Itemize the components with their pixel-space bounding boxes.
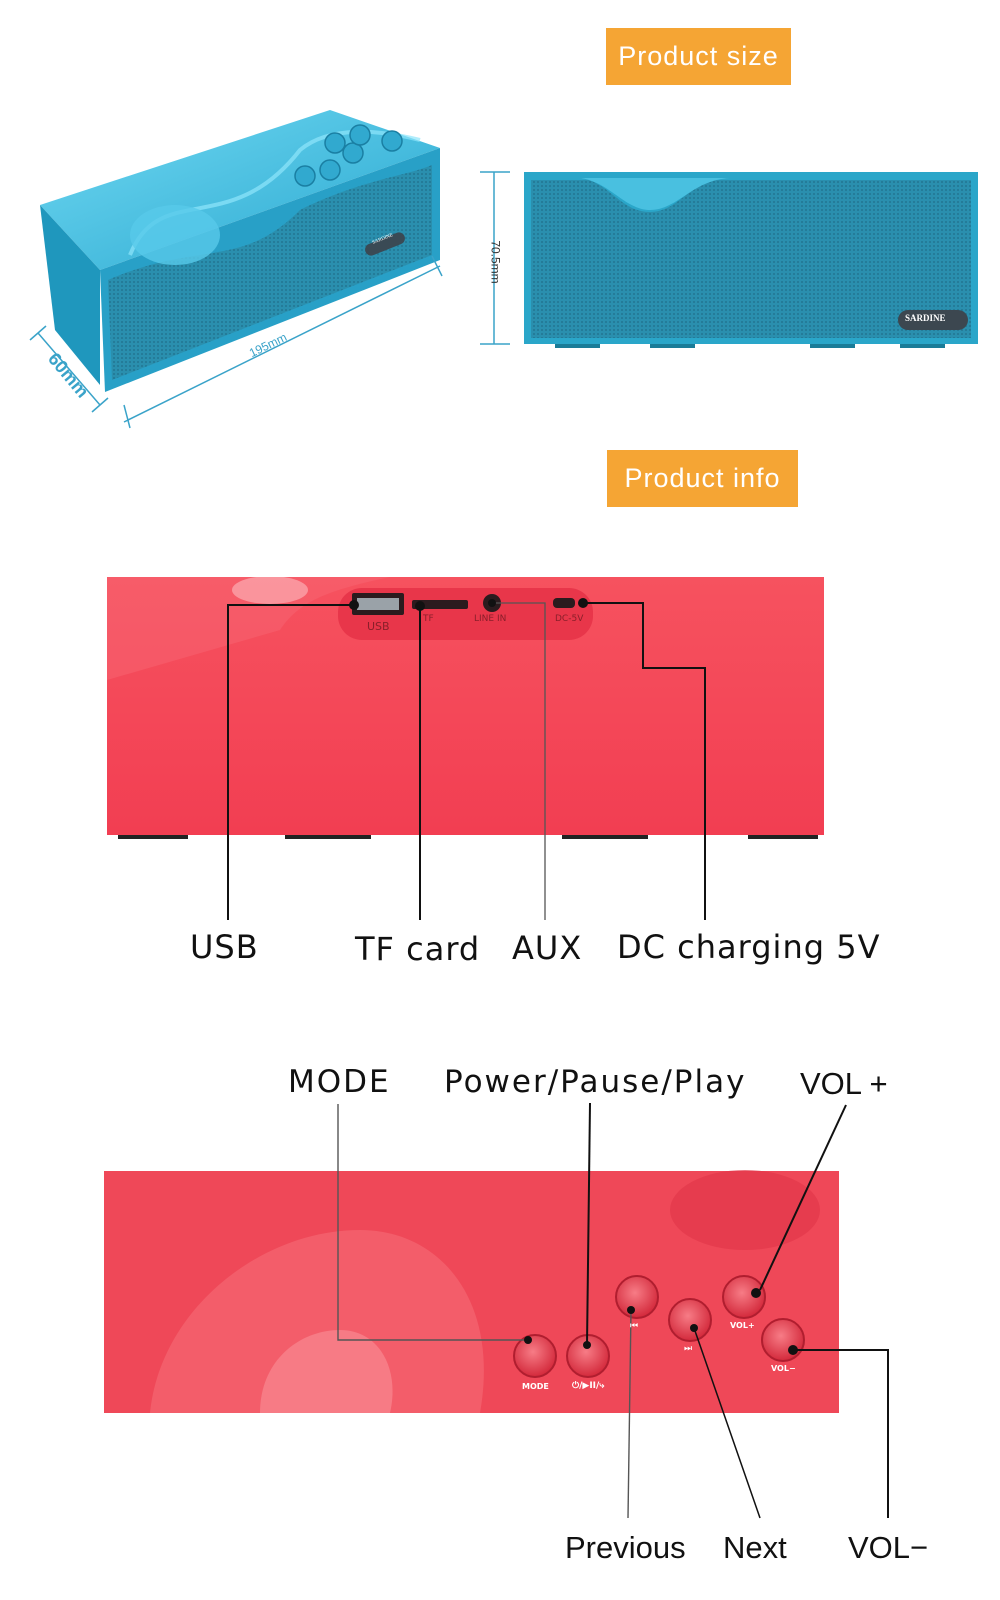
power-pause-play-label: Power/Pause/Play [444, 1064, 747, 1100]
previous-label: Previous [565, 1530, 686, 1565]
engraved-prev: ⏮ [630, 1321, 639, 1331]
engraved-vol-down: VOL− [771, 1364, 796, 1373]
speaker-rear-view [107, 576, 824, 920]
engraved-vol-up: VOL+ [730, 1321, 755, 1330]
height-dimension-label: 70.5mm [488, 240, 503, 284]
vol-up-label: VOL + [800, 1066, 888, 1101]
engraved-line-in: LINE IN [474, 614, 507, 624]
mode-label: MODE [288, 1064, 391, 1100]
tf-card-label: TF card [355, 930, 481, 968]
next-label: Next [723, 1530, 787, 1565]
usb-port-label: USB [190, 928, 259, 966]
product-size-badge: Product size [606, 28, 791, 85]
product-info-badge: Product info [607, 450, 798, 507]
vol-down-label: VOL− [848, 1530, 929, 1565]
speaker-top-view [104, 1102, 889, 1519]
engraved-next: ⏭ [684, 1344, 693, 1354]
brand-plate-front: SARDINE [905, 313, 946, 323]
engraved-power: ⏻/▶II/⤷ [572, 1381, 605, 1391]
speaker-3d-view [29, 110, 443, 429]
aux-label: AUX [512, 929, 583, 967]
speaker-front-view [480, 171, 978, 348]
engraved-dc: DC-5V [555, 614, 584, 624]
engraved-usb: USB [367, 620, 390, 633]
dc-charging-label: DC charging 5V [617, 928, 881, 966]
engraved-mode: MODE [522, 1382, 549, 1391]
engraved-tf: TF [423, 614, 434, 624]
